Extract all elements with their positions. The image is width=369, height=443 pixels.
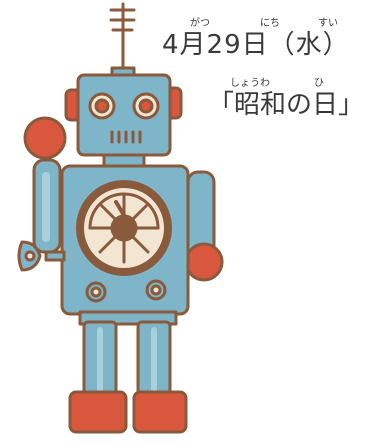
date-caption: がつ にち すい 4月29日（水） [162, 18, 350, 60]
date-furigana: がつ にち すい [162, 18, 350, 30]
robot-head [76, 73, 172, 157]
furigana-sui: すい [318, 18, 338, 29]
right-foot [132, 390, 188, 434]
date-text: 4月29日（水） [162, 30, 350, 60]
furigana-showa: しょうわ [230, 78, 270, 89]
holiday-caption: しょうわ ひ 「昭和の日」 [208, 78, 364, 120]
wind-up-key [17, 240, 66, 272]
right-arm [184, 170, 224, 282]
furigana-nichi: にち [260, 18, 280, 29]
chest-dial [76, 180, 172, 276]
mouth-grill [110, 130, 142, 144]
antenna [109, 2, 136, 78]
furigana-getsu: がつ [190, 18, 210, 29]
holiday-furigana: しょうわ ひ [208, 78, 364, 90]
left-foot [68, 390, 128, 434]
furigana-hi: ひ [314, 78, 324, 89]
left-arm [23, 116, 67, 254]
holiday-text: 「昭和の日」 [208, 90, 365, 120]
